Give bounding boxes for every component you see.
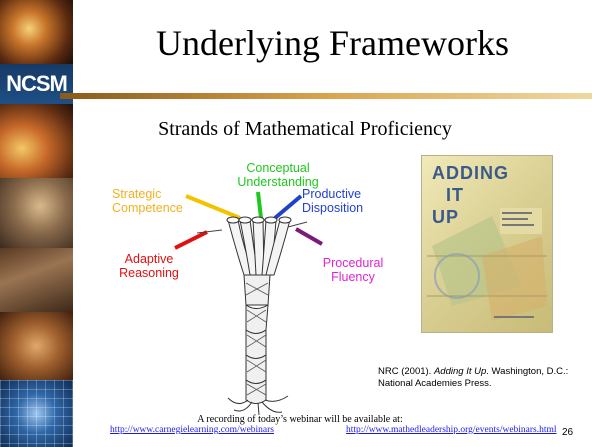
thin-pointer — [287, 221, 308, 228]
slide-subtitle: Strands of Mathematical Proficiency — [158, 118, 452, 140]
thin-pointer — [196, 229, 223, 234]
rope-strands — [227, 219, 291, 276]
strand-label-procedural: Procedural Fluency — [316, 256, 390, 284]
citation-prefix: NRC (2001). — [378, 366, 434, 377]
procedural-pointer — [295, 227, 323, 246]
decorative-image — [0, 380, 73, 447]
citation-suffix: . Washington, D.C.: National Academies P… — [378, 366, 569, 389]
slide-title: Underlying Frameworks — [156, 23, 509, 63]
conceptual-pointer — [256, 191, 263, 219]
book-title-line: ADDING — [432, 163, 509, 183]
book-title-line: IT — [446, 185, 464, 205]
strand-label-conceptual: Conceptual Understanding — [236, 161, 320, 189]
strategic-pointer — [185, 194, 241, 220]
sidebar-decoration: NCSM — [0, 0, 73, 447]
book-cover-art — [427, 208, 547, 321]
strand-label-line: Conceptual — [246, 161, 310, 175]
citation: NRC (2001). Adding It Up. Washington, D.… — [378, 366, 583, 390]
book-cover-image: ADDING IT UP — [421, 155, 553, 333]
ncsm-logo: NCSM — [6, 71, 68, 96]
decorative-image — [0, 312, 73, 380]
strand-label-adaptive: Adaptive Reasoning — [118, 252, 180, 280]
strand-label-line: Competence — [112, 201, 183, 215]
rope-braid — [243, 274, 271, 404]
rope-strand-ends — [226, 216, 292, 224]
carnegie-webinars-link[interactable]: http://www.carnegielearning.com/webinars — [110, 425, 274, 435]
adaptive-pointer — [174, 230, 208, 250]
decorative-image — [0, 178, 73, 248]
decorative-image — [0, 0, 73, 64]
strand-label-productive: Productive Disposition — [302, 187, 363, 215]
book-title: ADDING IT UP — [432, 162, 532, 228]
strand-label-line: Adaptive — [124, 252, 174, 266]
decorative-image — [0, 104, 73, 178]
title-divider — [60, 93, 592, 99]
productive-pointer — [273, 194, 303, 220]
strand-label-line: Fluency — [331, 270, 375, 284]
strand-label-line: Productive — [302, 187, 362, 201]
citation-title: Adding It Up — [433, 366, 487, 377]
rope-frayed-end — [227, 395, 289, 416]
strand-label-strategic: Strategic Competence — [112, 187, 183, 215]
decorative-image — [0, 248, 73, 312]
strand-label-line: Procedural — [322, 256, 384, 270]
ncsm-webinars-link[interactable]: http://www.mathedleadership.org/events/w… — [346, 425, 557, 435]
strand-label-line: Disposition — [302, 201, 364, 215]
strand-label-line: Reasoning — [119, 266, 179, 280]
rope-braid-hatching — [245, 282, 269, 396]
page-number: 26 — [562, 427, 574, 438]
book-title-line: UP — [432, 207, 460, 227]
recording-notice: A recording of today’s webinar will be a… — [197, 414, 403, 425]
strand-label-line: Understanding — [237, 175, 319, 189]
decorative-grid — [0, 380, 73, 447]
strand-label-line: Strategic — [112, 187, 162, 201]
